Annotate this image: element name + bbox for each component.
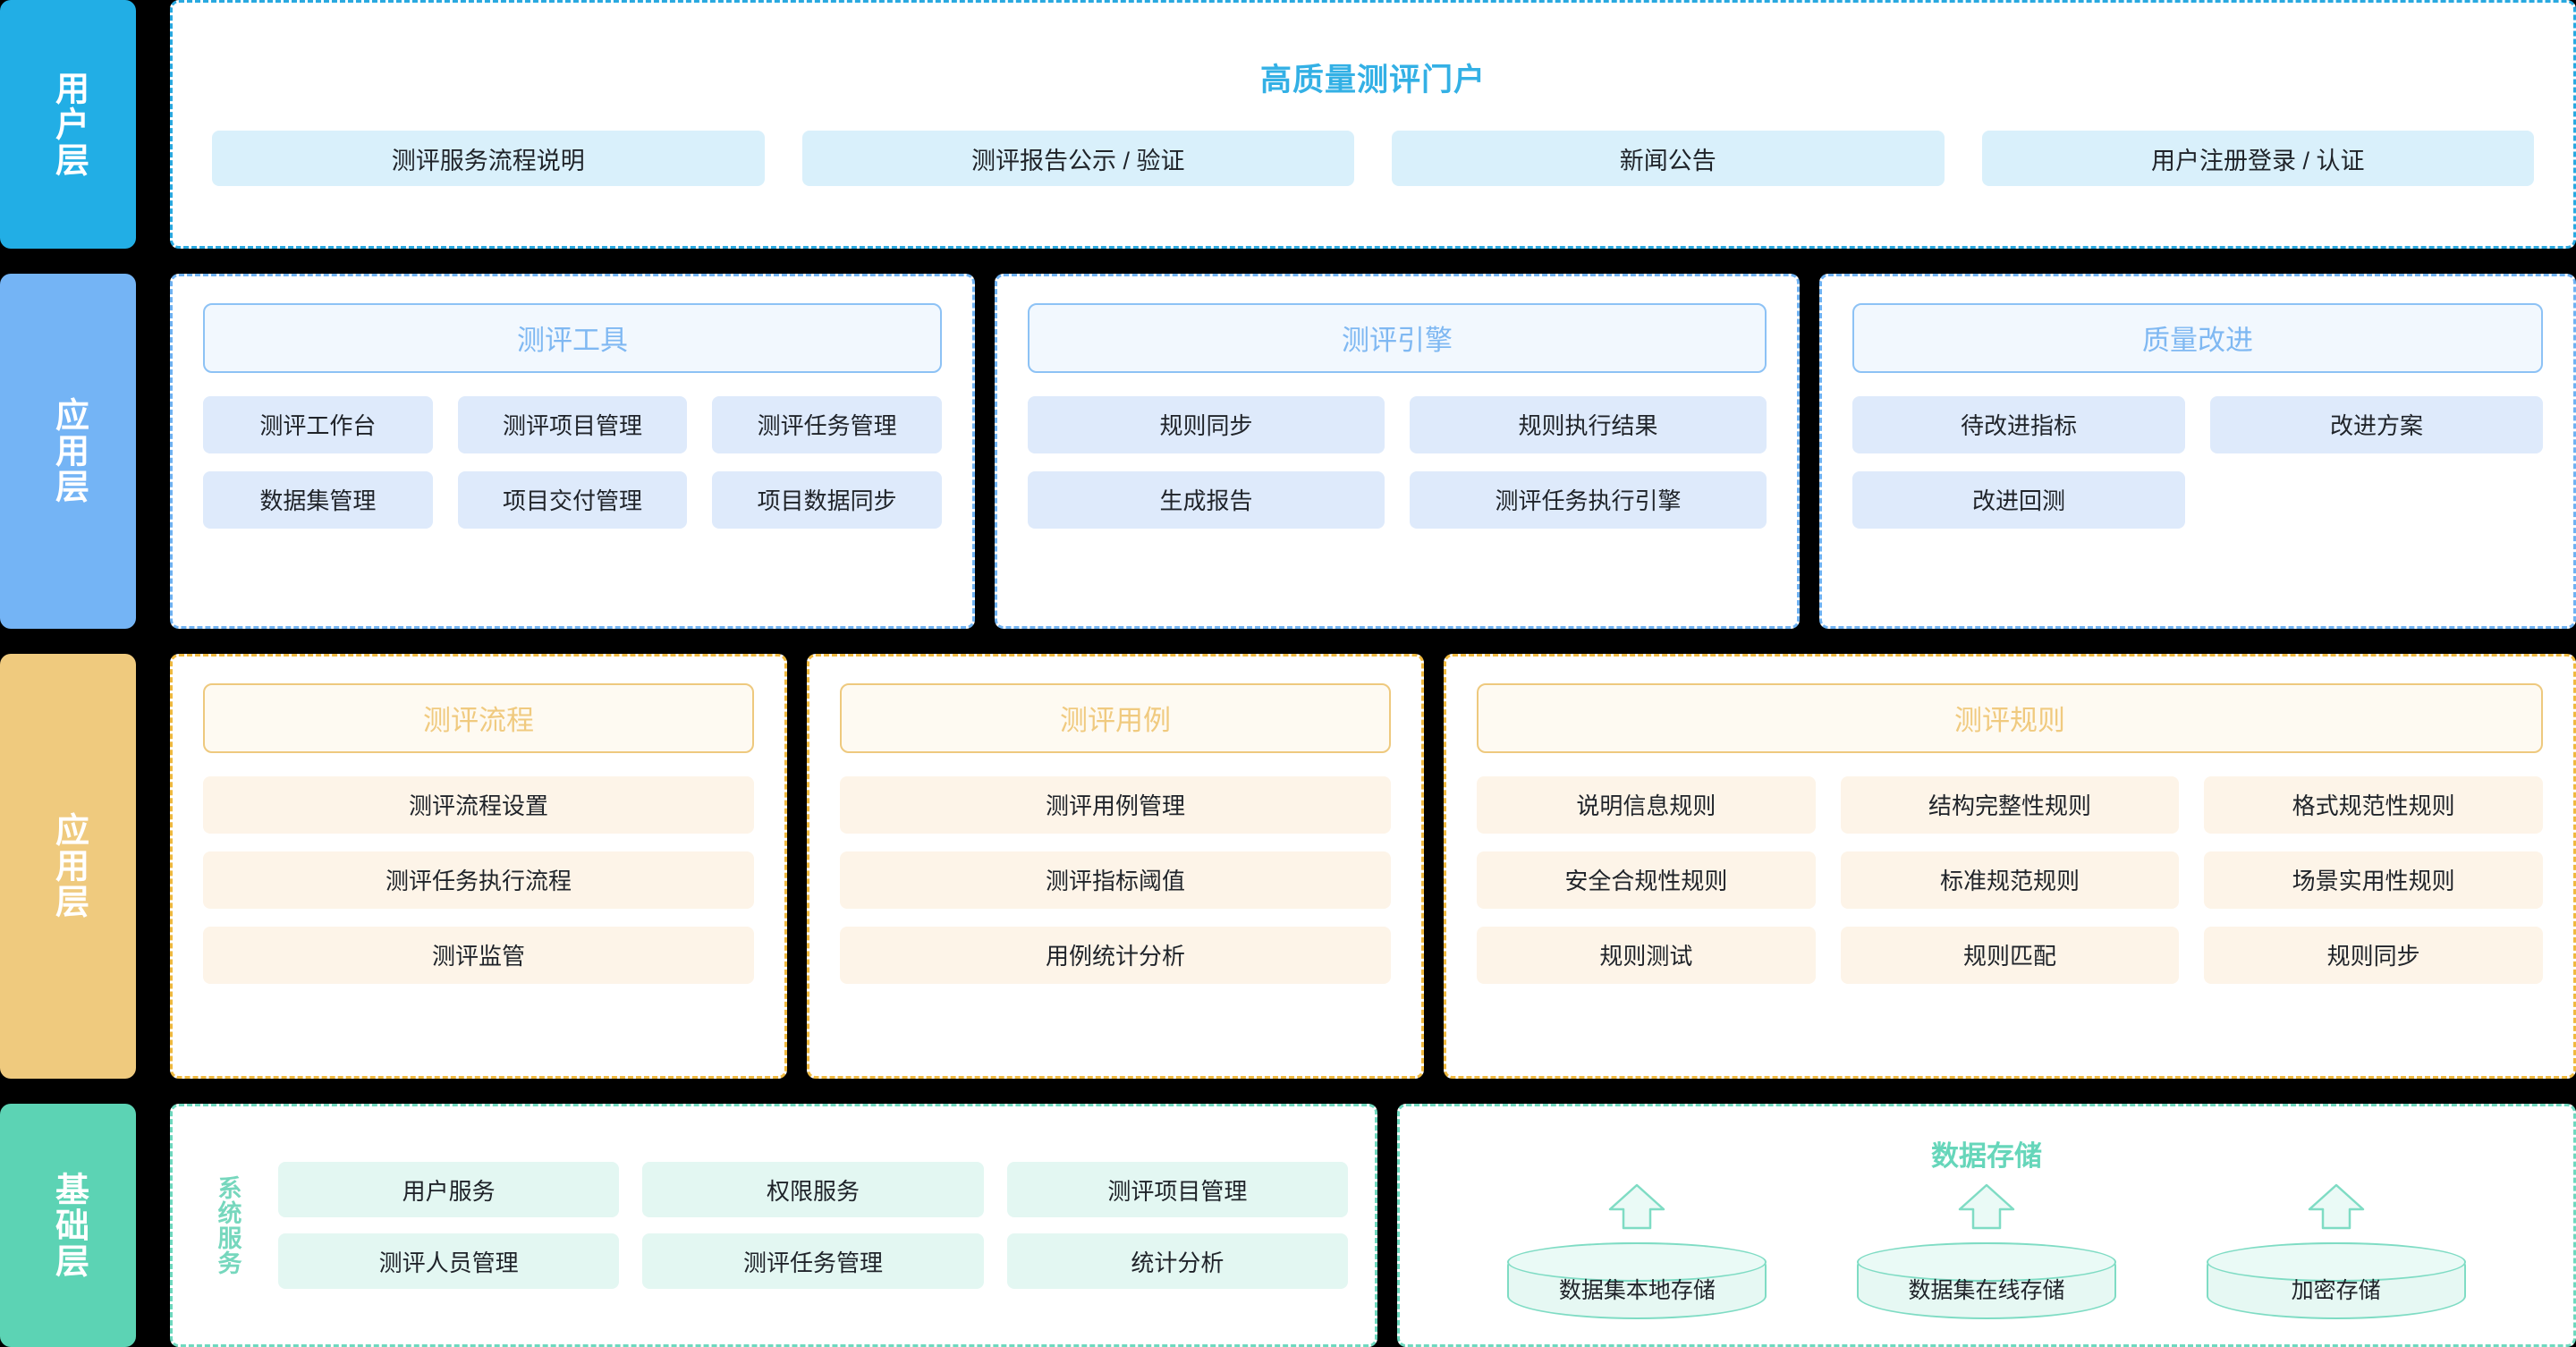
chip-dataset-management[interactable]: 数据集管理 bbox=[203, 470, 433, 529]
chip-standard-specification-rule[interactable]: 标准规范规则 bbox=[1840, 851, 2180, 909]
storage-label-online: 数据集在线存储 bbox=[1908, 1278, 2065, 1303]
layer-row-application-yellow: 应用层 测评流程 测评流程设置 测评任务执行流程 测评监管 测评用例 测评用例管… bbox=[0, 653, 2576, 1079]
chip-rule-execution-result[interactable]: 规则执行结果 bbox=[1410, 395, 1767, 453]
layer-tab-application-blue: 应用层 bbox=[0, 273, 136, 629]
chip-structural-integrity-rule[interactable]: 结构完整性规则 bbox=[1840, 775, 2180, 834]
layer-row-application-blue: 应用层 测评工具 测评工作台 测评项目管理 测评任务管理 数据集管理 项目交付管… bbox=[0, 273, 2576, 629]
chip-task-execution-process[interactable]: 测评任务执行流程 bbox=[203, 851, 754, 909]
portal-button-group: 测评服务流程说明 测评报告公示 / 验证 新闻公告 用户注册登录 / 认证 bbox=[212, 131, 2534, 199]
chip-permission-service[interactable]: 权限服务 bbox=[642, 1162, 984, 1217]
portal-button-register-login[interactable]: 用户注册登录 / 认证 bbox=[1981, 131, 2534, 187]
chip-personnel-management[interactable]: 测评人员管理 bbox=[278, 1233, 620, 1289]
panel-evaluation-tools: 测评工具 测评工作台 测评项目管理 测评任务管理 数据集管理 项目交付管理 项目… bbox=[170, 273, 975, 629]
storage-item-row: 数据集本地存储 数据集在线存储 bbox=[1427, 1182, 2546, 1325]
system-services-label: 系统服务 bbox=[214, 1175, 242, 1275]
chip-group-system-services: 用户服务 权限服务 测评项目管理 测评人员管理 测评任务管理 统计分析 bbox=[278, 1162, 1348, 1289]
chip-indicator-threshold[interactable]: 测评指标阈值 bbox=[840, 851, 1391, 909]
chip-project-management-service[interactable]: 测评项目管理 bbox=[1006, 1162, 1348, 1217]
chip-task-management-service[interactable]: 测评任务管理 bbox=[642, 1233, 984, 1289]
chip-group-evaluation-process: 测评流程设置 测评任务执行流程 测评监管 bbox=[203, 775, 754, 984]
panel-portal: 高质量测评门户 测评服务流程说明 测评报告公示 / 验证 新闻公告 用户注册登录… bbox=[170, 0, 2576, 249]
chip-statistical-analysis[interactable]: 统计分析 bbox=[1006, 1233, 1348, 1289]
database-cylinder-icon: 数据集本地存储 bbox=[1507, 1242, 1767, 1319]
chip-improvement-retest[interactable]: 改进回测 bbox=[1852, 470, 2185, 529]
chip-rule-match[interactable]: 规则匹配 bbox=[1840, 926, 2180, 984]
panel-evaluation-rules: 测评规则 说明信息规则 结构完整性规则 格式规范性规则 安全合规性规则 标准规范… bbox=[1444, 653, 2576, 1079]
up-arrow-icon bbox=[2304, 1182, 2368, 1235]
chip-group-evaluation-cases: 测评用例管理 测评指标阈值 用例统计分析 bbox=[840, 775, 1391, 984]
storage-item-encrypted[interactable]: 加密存储 bbox=[2202, 1182, 2470, 1319]
chip-workbench[interactable]: 测评工作台 bbox=[203, 395, 433, 453]
group-title-evaluation-engine: 测评引擎 bbox=[1028, 302, 1767, 373]
portal-title: 高质量测评门户 bbox=[1259, 63, 1486, 98]
chip-rule-sync[interactable]: 规则同步 bbox=[1028, 395, 1385, 453]
up-arrow-icon bbox=[1954, 1182, 2019, 1235]
panel-quality-improvement: 质量改进 待改进指标 改进方案 改进回测 bbox=[1819, 273, 2576, 629]
panel-evaluation-process: 测评流程 测评流程设置 测评任务执行流程 测评监管 bbox=[170, 653, 787, 1079]
chip-description-info-rule[interactable]: 说明信息规则 bbox=[1477, 775, 1816, 834]
layer-row-infrastructure: 基础层 系统服务 用户服务 权限服务 测评项目管理 测评人员管理 测评任务管理 … bbox=[0, 1104, 2576, 1347]
layer-body-infrastructure: 系统服务 用户服务 权限服务 测评项目管理 测评人员管理 测评任务管理 统计分析… bbox=[170, 1104, 2576, 1347]
chip-pending-indicators[interactable]: 待改进指标 bbox=[1852, 395, 2185, 453]
storage-item-online[interactable]: 数据集在线存储 bbox=[1852, 1182, 2121, 1319]
layer-row-user: 用户层 高质量测评门户 测评服务流程说明 测评报告公示 / 验证 新闻公告 用户… bbox=[0, 0, 2576, 249]
portal-button-news[interactable]: 新闻公告 bbox=[1392, 131, 1945, 187]
chip-delivery-management[interactable]: 项目交付管理 bbox=[457, 470, 688, 529]
chip-user-service[interactable]: 用户服务 bbox=[278, 1162, 620, 1217]
chip-security-compliance-rule[interactable]: 安全合规性规则 bbox=[1477, 851, 1816, 909]
chip-rule-test[interactable]: 规则测试 bbox=[1477, 926, 1816, 984]
chip-project-management[interactable]: 测评项目管理 bbox=[457, 395, 688, 453]
chip-group-evaluation-tools: 测评工作台 测评项目管理 测评任务管理 数据集管理 项目交付管理 项目数据同步 bbox=[203, 395, 942, 529]
portal-button-report-publicity[interactable]: 测评报告公示 / 验证 bbox=[801, 131, 1354, 187]
chip-evaluation-supervision[interactable]: 测评监管 bbox=[203, 926, 754, 984]
layer-body-user: 高质量测评门户 测评服务流程说明 测评报告公示 / 验证 新闻公告 用户注册登录… bbox=[170, 0, 2576, 249]
database-cylinder-icon: 数据集在线存储 bbox=[1856, 1242, 2116, 1319]
storage-label-encrypted: 加密存储 bbox=[2291, 1278, 2381, 1303]
chip-group-evaluation-rules: 说明信息规则 结构完整性规则 格式规范性规则 安全合规性规则 标准规范规则 场景… bbox=[1477, 775, 2543, 984]
chip-task-execution-engine[interactable]: 测评任务执行引擎 bbox=[1410, 470, 1767, 529]
chip-task-management[interactable]: 测评任务管理 bbox=[712, 395, 942, 453]
chip-improvement-plan[interactable]: 改进方案 bbox=[2210, 395, 2543, 453]
chip-rule-sync-bottom[interactable]: 规则同步 bbox=[2204, 926, 2543, 984]
panel-evaluation-engine: 测评引擎 规则同步 规则执行结果 生成报告 测评任务执行引擎 bbox=[995, 273, 1800, 629]
layer-body-application-yellow: 测评流程 测评流程设置 测评任务执行流程 测评监管 测评用例 测评用例管理 测评… bbox=[170, 653, 2576, 1079]
chip-process-settings[interactable]: 测评流程设置 bbox=[203, 775, 754, 834]
database-cylinder-icon: 加密存储 bbox=[2206, 1242, 2466, 1319]
layer-body-application-blue: 测评工具 测评工作台 测评项目管理 测评任务管理 数据集管理 项目交付管理 项目… bbox=[170, 273, 2576, 629]
chip-scenario-practicality-rule[interactable]: 场景实用性规则 bbox=[2204, 851, 2543, 909]
group-title-evaluation-process: 测评流程 bbox=[203, 682, 754, 753]
group-title-evaluation-cases: 测评用例 bbox=[840, 682, 1391, 753]
group-title-evaluation-rules: 测评规则 bbox=[1477, 682, 2543, 753]
chip-case-management[interactable]: 测评用例管理 bbox=[840, 775, 1391, 834]
panel-data-storage: 数据存储 数据集本地存储 bbox=[1397, 1104, 2576, 1347]
chip-generate-report[interactable]: 生成报告 bbox=[1028, 470, 1385, 529]
chip-format-specification-rule[interactable]: 格式规范性规则 bbox=[2204, 775, 2543, 834]
panel-system-services: 系统服务 用户服务 权限服务 测评项目管理 测评人员管理 测评任务管理 统计分析 bbox=[170, 1104, 1377, 1347]
layer-tab-user: 用户层 bbox=[0, 0, 136, 249]
storage-item-local[interactable]: 数据集本地存储 bbox=[1503, 1182, 1771, 1319]
chip-group-quality-improvement: 待改进指标 改进方案 改进回测 bbox=[1852, 395, 2543, 529]
panel-evaluation-cases: 测评用例 测评用例管理 测评指标阈值 用例统计分析 bbox=[807, 653, 1424, 1079]
chip-case-statistics[interactable]: 用例统计分析 bbox=[840, 926, 1391, 984]
up-arrow-icon bbox=[1605, 1182, 1669, 1235]
chip-group-evaluation-engine: 规则同步 规则执行结果 生成报告 测评任务执行引擎 bbox=[1028, 395, 1767, 529]
portal-button-service-flow[interactable]: 测评服务流程说明 bbox=[212, 131, 765, 187]
group-title-quality-improvement: 质量改进 bbox=[1852, 302, 2543, 373]
layer-tab-infrastructure: 基础层 bbox=[0, 1104, 136, 1347]
storage-label-local: 数据集本地存储 bbox=[1558, 1278, 1716, 1303]
layer-tab-application-yellow: 应用层 bbox=[0, 653, 136, 1079]
group-title-evaluation-tools: 测评工具 bbox=[203, 302, 942, 373]
group-title-data-storage: 数据存储 bbox=[1931, 1140, 2042, 1172]
chip-project-data-sync[interactable]: 项目数据同步 bbox=[712, 470, 942, 529]
